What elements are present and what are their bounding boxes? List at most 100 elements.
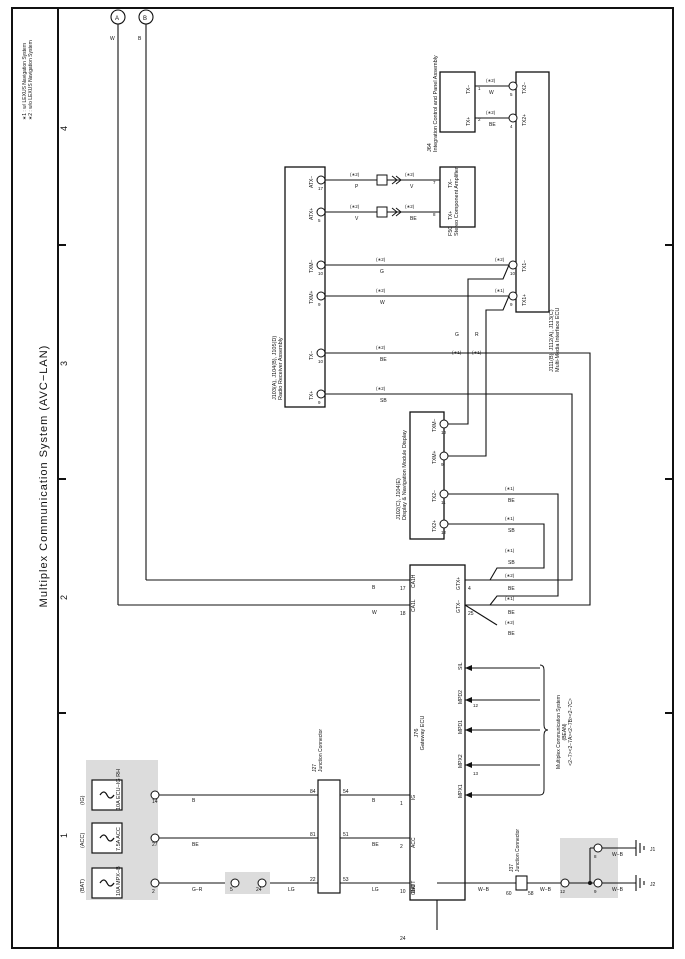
display-pin-10: 10 [441,430,447,435]
fuse-ig-pin: 14 [152,799,158,805]
gateway-pin-acc-name: ACC [411,837,417,848]
fuse-ig-supply: (IG) [80,795,86,805]
wire-color-be-disp-a: BE [508,498,515,504]
gateway-pin-gtxm-num: 25 [468,611,474,617]
gateway-pin-ca1h-name: CA1H [411,574,417,588]
wire-color-wb-b: W−B [540,887,552,893]
radio-receiver-box [284,166,326,408]
j27-pin-51: 51 [343,832,349,838]
batt-junction-shade [225,872,270,894]
nav-panel-label: Integration Control and Panel Assembly [433,55,439,152]
fuse-acc-rating: 7.5A ACC [116,827,122,851]
multimedia-ecu-name: J111(B), J112(A), J113(C) [549,309,555,372]
fuse-batt-supply: (BAT) [80,879,86,893]
ground-pin-8: 8 [594,854,597,859]
wire-color-be-tx: BE [380,357,387,363]
fuse-batt [91,867,123,899]
variant-tag-txm-b: (∗2) [376,288,386,293]
multimedia-pin-tx2p: TX2+ [522,114,528,126]
mpx-wires [465,667,540,796]
gateway-pin-acc-num: 2 [400,844,403,850]
j27-pin-22: 22 [310,877,316,883]
atx-inline-connectors [376,174,402,218]
mpx-label-sil: SIL [458,662,464,670]
mpx-pin-12: 12 [473,703,479,708]
nav-panel-name: J64 [427,143,433,152]
j37-pin-58: 58 [528,891,534,897]
wire-color-be-amp: BE [410,216,417,222]
gateway-pin-gtxp-name: GTX+ [456,577,462,590]
display-pin-txmm-name: TXM− [432,418,438,432]
wire-color-v2: V [410,184,414,190]
ground-pins [560,843,603,888]
wire-color-v: V [355,216,359,222]
radio-pin-txmp-name: TXM+ [309,290,315,304]
j27-pin-81: 81 [310,832,316,838]
mpx-bracket [539,664,549,796]
wire-color-sb-tx: SB [380,398,387,404]
fuse-batt-pin: 2 [152,889,155,895]
fuse-acc-pin: 27 [152,842,158,848]
variant-tag-txm-a: (∗2) [376,257,386,262]
wire-color-be-nav: BE [489,122,496,128]
mpx-ref-title: Multiplex Communication System [556,695,562,769]
reference-a-circle [110,9,126,25]
mpx-arrowheads [465,665,472,798]
fuse-acc-supply: (ACC) [80,833,86,848]
wire-color-b-b-ref: B [138,36,142,42]
j27-pin-84: 84 [310,789,316,795]
stereo-amp-pin-txm: TX− [448,179,454,188]
fuse-ig [91,779,123,811]
variant-tag-atx-a: (∗2) [350,172,360,177]
mpx-ref-bean: (BEAN) [562,723,568,740]
gateway-pin-ca1l-num: 18 [400,611,406,617]
wire-color-lg-b: LG [372,887,379,893]
zone-2: 2 [59,595,69,600]
gateway-pin-gtxm-name: GTX− [456,600,462,613]
j37-pin-60: 60 [506,891,512,897]
radio-pin-txp-name: TX+ [309,391,315,400]
zone-3: 3 [59,361,69,366]
mpx-label-mpx1: MPX1 [458,784,464,798]
j27-pin-53: 53 [343,877,349,883]
gtx-branch-wire [464,604,498,626]
multimedia-pin-4: 4 [510,124,513,129]
wire-color-r-disp: R [475,332,479,338]
variant-note-2: ∗2 : w/o LEXUS Navigation System [28,40,34,120]
gateway-pin-gtxp-num: 4 [468,586,471,592]
radio-pin-10b: 10 [318,271,324,276]
multimedia-ecu-label: Multi-Media Interface ECU [555,307,561,372]
mpx-label-mpd1: MPD1 [458,720,464,734]
variant-tag-tx-a: (∗2) [376,345,386,350]
wire-color-wb-d: W−B [612,887,624,893]
wire-color-w-nav: W [489,90,494,96]
radio-pin-txmm-name: TXM− [309,259,315,273]
reference-b-circle [138,9,154,25]
display-pin-11: 11 [441,500,446,505]
fuse-batt-rating: 10A MPX−B [116,866,122,896]
wire-color-lg-a: LG [288,887,295,893]
nav-panel-box [439,71,476,133]
wire-color-be-b: BE [372,842,379,848]
wire-color-sb-disp-a: SB [508,528,515,534]
ground-pin-9: 9 [594,889,597,894]
batt-junction-pins [230,878,267,888]
j27-junction-box [317,779,341,894]
stereo-amp-box [439,166,476,228]
wire-color-be-disp-c: BE [508,610,515,616]
wire-color-p: P [355,184,359,190]
gateway-ecu-name: J76 [414,729,420,738]
radio-pin-17: 17 [318,186,324,191]
reference-b-label: B [143,16,147,22]
gateway-pin-ig-num: 1 [400,801,403,807]
variant-tag-tx-b: (∗2) [376,386,386,391]
radio-pin-9b: 9 [318,302,321,307]
zone-1: 1 [59,833,69,838]
gateway-pin-ca1l-name: CA1L [411,599,417,612]
fuse-pin-markers [150,790,160,888]
ground-splice-shade [560,838,618,898]
j27-name: J27 [312,764,318,772]
wire-color-b-ig: B [192,798,196,804]
gateway-pin-gnd-name: GND [411,884,417,896]
ground-label-j2: J2 [650,882,656,888]
